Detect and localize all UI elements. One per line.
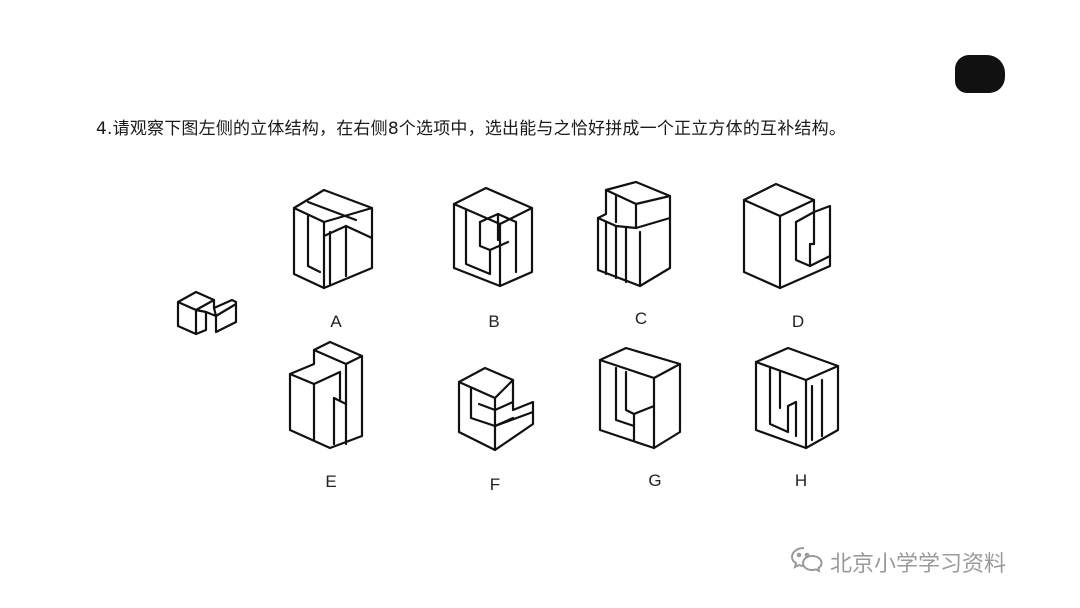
- option-f-label: F: [489, 475, 501, 494]
- ink-blot: [955, 55, 1005, 93]
- option-g-label: G: [648, 471, 662, 490]
- option-a-label: A: [330, 312, 342, 331]
- option-d-figure[interactable]: [740, 182, 834, 290]
- option-c-figure[interactable]: [596, 180, 686, 290]
- option-c-label: C: [634, 309, 648, 328]
- option-b-figure[interactable]: [450, 186, 536, 290]
- option-e-figure[interactable]: [286, 340, 366, 450]
- option-h-label: H: [794, 471, 808, 490]
- watermark-text: 北京小学学习资料: [830, 552, 1007, 577]
- watermark: 北京小学学习资料: [790, 545, 1006, 579]
- option-f-figure[interactable]: [455, 364, 537, 454]
- wechat-icon: [790, 545, 824, 579]
- option-e-label: E: [325, 472, 337, 491]
- option-b-label: B: [488, 312, 500, 331]
- option-d-label: D: [791, 312, 805, 331]
- question-text: 4.请观察下图左侧的立体结构，在右侧8个选项中，选出能与之恰好拼成一个正立方体的…: [96, 119, 847, 139]
- option-a-figure[interactable]: [290, 186, 376, 290]
- reference-structure: [176, 286, 238, 336]
- option-h-figure[interactable]: [752, 346, 842, 450]
- option-g-figure[interactable]: [596, 346, 684, 450]
